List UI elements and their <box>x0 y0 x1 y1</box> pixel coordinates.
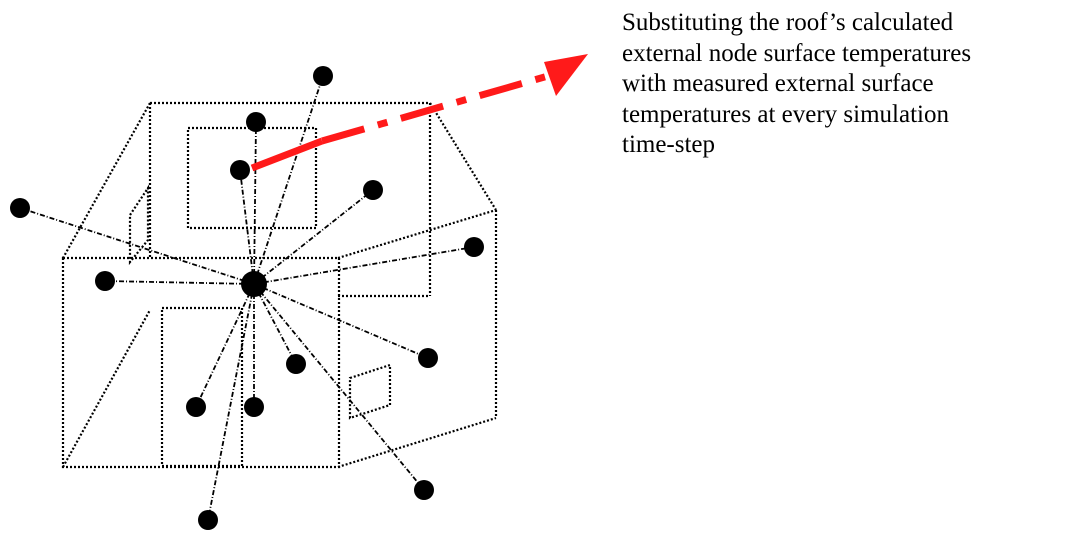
link-n3 <box>239 169 255 285</box>
side-window-right <box>348 363 392 420</box>
link-n2 <box>253 121 257 285</box>
caption-line-5: time-step <box>622 131 716 158</box>
surface-node <box>246 112 266 132</box>
caption-line-4: temperatures at every simulation <box>622 100 949 128</box>
surface-node <box>10 198 30 218</box>
link-n13 <box>207 283 255 521</box>
surface-node <box>363 180 383 200</box>
surface-node <box>286 354 306 374</box>
caption-line-3: with measured external surface <box>622 70 934 97</box>
arrow-dashed-segment <box>321 72 549 145</box>
surface-nodes <box>10 66 484 530</box>
link-n1 <box>253 75 324 285</box>
surface-node <box>313 66 333 86</box>
arrow-head-icon <box>544 54 588 96</box>
front-wall <box>61 256 341 469</box>
link-n12 <box>253 283 425 491</box>
surface-node <box>414 480 434 500</box>
link-n5 <box>19 207 255 285</box>
surface-node <box>95 271 115 291</box>
side-window-left <box>128 184 150 266</box>
surface-node <box>418 348 438 368</box>
link-n8 <box>253 283 429 359</box>
surface-node <box>186 397 206 417</box>
link-n7 <box>104 280 255 285</box>
roof-node <box>230 160 250 180</box>
surface-node <box>198 510 218 530</box>
caption-line-1: Substituting the roof’s calculated <box>622 9 954 36</box>
substitution-arrow <box>250 54 588 172</box>
surface-node <box>244 397 264 417</box>
link-n4 <box>253 189 374 285</box>
link-n9 <box>253 283 297 365</box>
surface-node <box>464 237 484 257</box>
building-wireframe <box>61 101 498 469</box>
front-door <box>160 306 244 468</box>
link-n10 <box>195 283 255 408</box>
caption-line-2: external node surface temperatures <box>622 39 972 67</box>
arrow-solid-segment <box>250 137 324 172</box>
right-side-bottom <box>337 416 497 469</box>
central-node <box>241 271 267 297</box>
link-n6 <box>253 246 475 285</box>
floor-diagonal-left <box>62 309 151 468</box>
node-links <box>19 75 475 521</box>
ridge-right-top <box>429 102 497 211</box>
caption-text: Substituting the roof’s calculated exter… <box>622 8 1062 161</box>
roof-window <box>186 126 318 230</box>
ridge-left <box>62 102 151 259</box>
right-side-top <box>337 208 497 260</box>
